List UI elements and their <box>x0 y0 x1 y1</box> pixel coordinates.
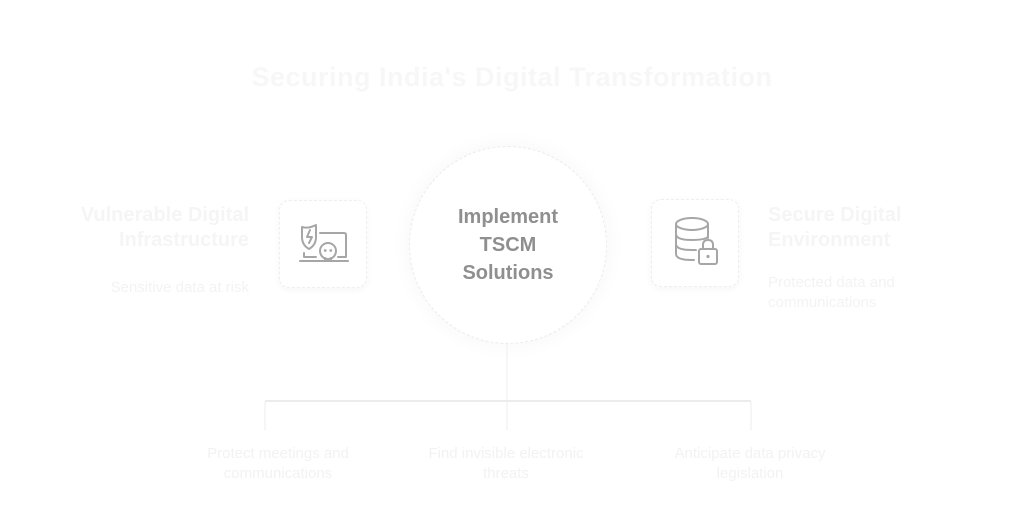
left-node-description: Sensitive data at risk <box>110 279 249 296</box>
laptop-security-alert-icon <box>292 211 354 278</box>
left-icon-box <box>279 200 367 288</box>
center-node: Implement TSCM Solutions <box>409 146 607 344</box>
diagram-title: Securing India's Digital Transformation <box>251 62 773 92</box>
left-node-title: Vulnerable Digital Infrastructure <box>80 204 249 251</box>
database-lock-icon <box>664 210 726 277</box>
bottom-item: Anticipate data privacy legislation <box>674 445 826 482</box>
bottom-item: Protect meetings and communications <box>207 445 349 482</box>
right-node-title: Secure Digital Environment <box>768 204 902 251</box>
right-node-description: Protected data and communications <box>768 274 895 311</box>
right-icon-box <box>651 199 739 287</box>
center-node-label: Implement TSCM Solutions <box>457 206 559 284</box>
bottom-item: Find invisible electronic threats <box>428 445 584 482</box>
